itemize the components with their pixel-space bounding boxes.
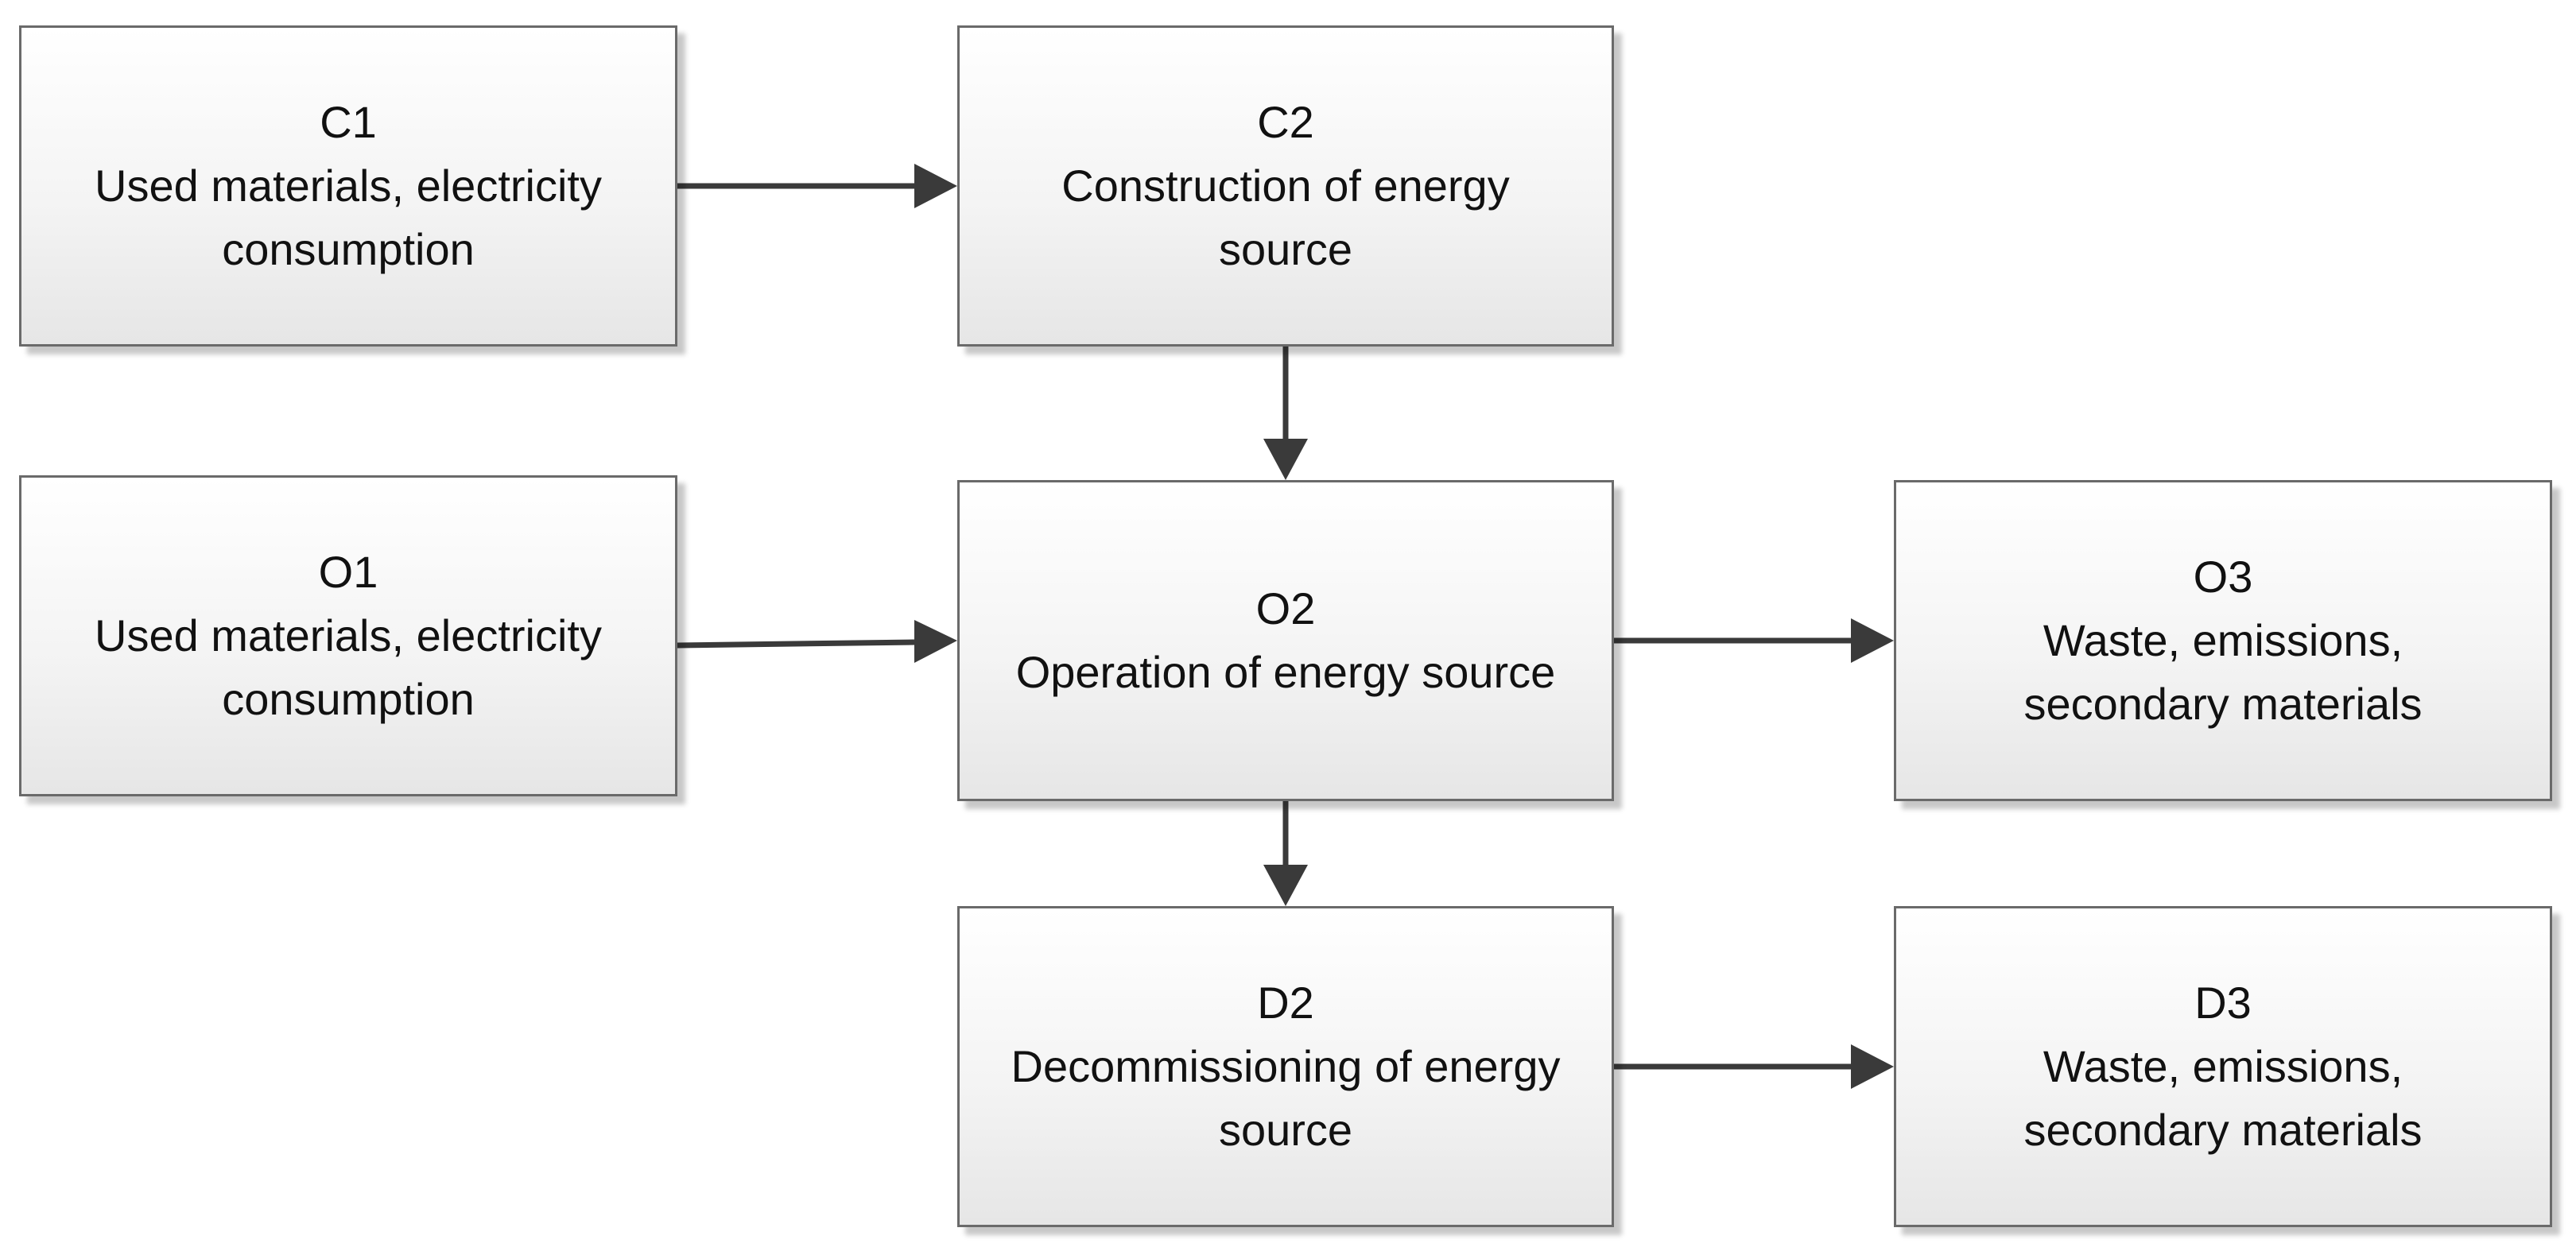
node-d2-description: Decommissioning of energy source bbox=[1011, 1041, 1561, 1155]
node-o3: O3 Waste, emissions, secondary materials bbox=[1894, 480, 2552, 801]
node-c1-code: C1 bbox=[320, 97, 377, 147]
node-o1-description: Used materials, electricity consumption bbox=[95, 610, 602, 724]
node-c2: C2 Construction of energy source bbox=[957, 25, 1614, 347]
node-c2-description: Construction of energy source bbox=[1061, 161, 1510, 274]
node-o1-code: O1 bbox=[318, 547, 378, 597]
node-d2: D2 Decommissioning of energy source bbox=[957, 906, 1614, 1227]
node-o2-description: Operation of energy source bbox=[1015, 647, 1556, 697]
node-o2: O2 Operation of energy source bbox=[957, 480, 1614, 801]
arrowhead-c1-to-c2 bbox=[914, 164, 957, 208]
node-d3-code: D3 bbox=[2194, 978, 2252, 1028]
arrowhead-o2-to-d2 bbox=[1263, 865, 1308, 906]
node-d3-description: Waste, emissions, secondary materials bbox=[2023, 1041, 2423, 1155]
node-c1-description: Used materials, electricity consumption bbox=[95, 161, 602, 274]
arrowhead-d2-to-d3 bbox=[1851, 1044, 1894, 1089]
arrow-o1-to-o2 bbox=[677, 639, 915, 649]
node-c1: C1 Used materials, electricity consumpti… bbox=[19, 25, 677, 347]
node-d2-code: D2 bbox=[1257, 978, 1314, 1028]
node-o1: O1 Used materials, electricity consumpti… bbox=[19, 475, 677, 796]
node-o3-code: O3 bbox=[2193, 552, 2253, 602]
arrowhead-o1-to-o2 bbox=[914, 620, 957, 663]
arrowhead-o2-to-o3 bbox=[1851, 618, 1894, 663]
node-d3: D3 Waste, emissions, secondary materials bbox=[1894, 906, 2552, 1227]
arrowhead-c2-to-o2 bbox=[1263, 439, 1308, 480]
node-o2-code: O2 bbox=[1255, 583, 1316, 633]
node-o3-description: Waste, emissions, secondary materials bbox=[2023, 615, 2423, 729]
node-c2-code: C2 bbox=[1257, 97, 1314, 147]
